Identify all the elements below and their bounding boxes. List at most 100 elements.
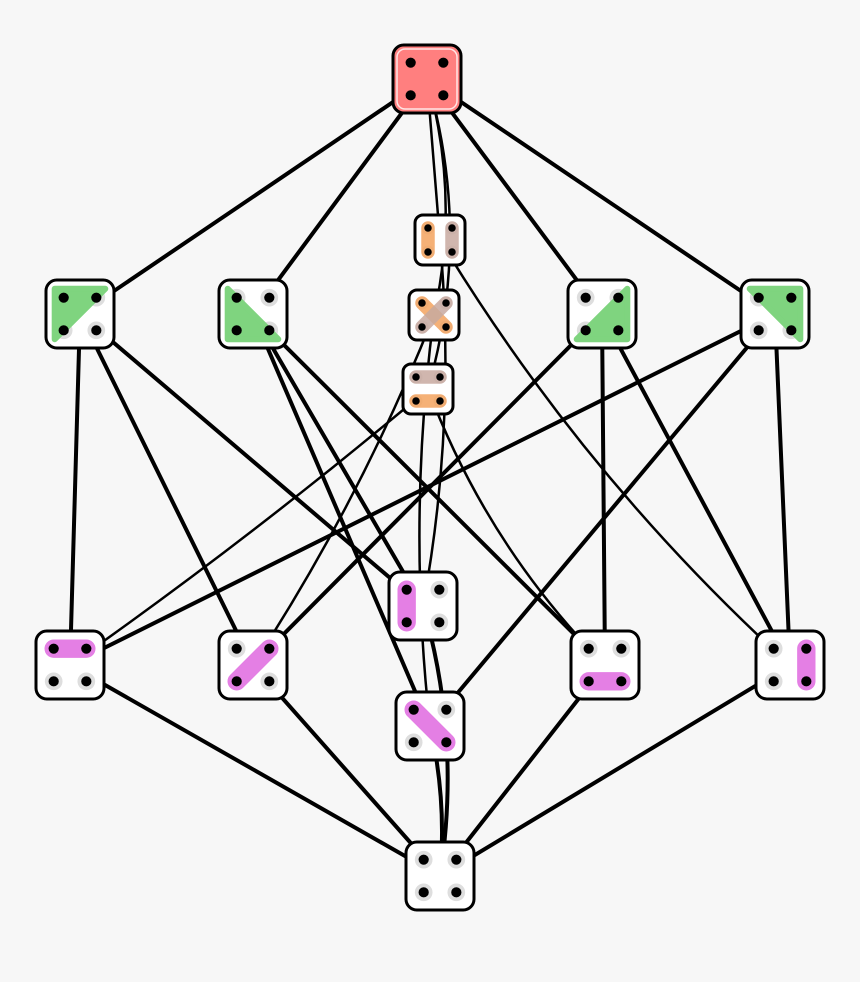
element-dot bbox=[451, 887, 462, 898]
element-dot bbox=[616, 643, 627, 654]
edge-g4-p6 bbox=[773, 312, 792, 667]
pair-block bbox=[404, 700, 456, 752]
lattice-node-g2 bbox=[217, 278, 289, 350]
edge-g2-p5 bbox=[251, 312, 432, 728]
element-dot bbox=[613, 325, 624, 336]
edge-top-g1 bbox=[78, 77, 429, 316]
element-dot bbox=[418, 299, 426, 307]
element-dot bbox=[768, 676, 779, 687]
element-dot bbox=[801, 676, 812, 687]
element-dot bbox=[580, 325, 591, 336]
lattice-node-p1 bbox=[387, 570, 459, 642]
element-dot bbox=[231, 292, 242, 303]
edge-top-g2 bbox=[251, 77, 429, 316]
pair-block bbox=[415, 296, 453, 334]
triple-block bbox=[746, 285, 804, 343]
node-tile-inset bbox=[574, 634, 636, 696]
element-dot bbox=[58, 292, 69, 303]
node-tile-inset bbox=[409, 845, 471, 907]
element-dot bbox=[264, 643, 275, 654]
edge-g3-p2 bbox=[251, 312, 604, 667]
edge-g1-p1 bbox=[78, 312, 425, 608]
element-dot bbox=[753, 292, 764, 303]
element-dot bbox=[264, 676, 275, 687]
lattice-node-g3 bbox=[566, 278, 638, 350]
element-dot bbox=[786, 325, 797, 336]
lattice-node-p5 bbox=[394, 690, 466, 762]
element-dot bbox=[442, 323, 450, 331]
node-tile bbox=[404, 840, 476, 912]
element-dot bbox=[442, 299, 450, 307]
edge-g1-p4 bbox=[68, 312, 82, 667]
lattice-node-g1 bbox=[44, 278, 116, 350]
node-tile-inset bbox=[392, 575, 454, 637]
element-dot bbox=[401, 617, 412, 628]
edge-g4-p4 bbox=[68, 312, 777, 667]
element-dot bbox=[412, 397, 420, 405]
element-dot bbox=[231, 325, 242, 336]
node-tile-inset bbox=[39, 634, 101, 696]
element-dot bbox=[81, 643, 92, 654]
element-dot bbox=[753, 325, 764, 336]
edges-layer bbox=[68, 77, 792, 878]
element-dot bbox=[448, 224, 456, 232]
lattice-node-o1 bbox=[413, 213, 467, 267]
edge-p2-bottom bbox=[251, 663, 442, 878]
node-tile-inset bbox=[759, 634, 821, 696]
node-tile-inset bbox=[571, 283, 633, 345]
lattice-node-p6 bbox=[754, 629, 826, 701]
node-tile-inset bbox=[418, 218, 462, 262]
element-dot bbox=[436, 397, 444, 405]
element-dot bbox=[424, 224, 432, 232]
node-tile-inset bbox=[744, 283, 806, 345]
node-tile-inset bbox=[412, 293, 456, 337]
lattice-node-p3 bbox=[569, 629, 641, 701]
nodes-layer bbox=[34, 43, 826, 912]
element-dot bbox=[405, 90, 416, 101]
element-dot bbox=[451, 854, 462, 865]
edge-p4-bottom bbox=[68, 663, 442, 878]
element-dot bbox=[408, 704, 419, 715]
edge-top-g3 bbox=[425, 77, 604, 316]
node-tile-inset bbox=[399, 695, 461, 757]
element-dot bbox=[424, 248, 432, 256]
edge-o1-p6 bbox=[438, 238, 792, 667]
edge-p6-bottom bbox=[438, 663, 792, 878]
edge-g1-p2 bbox=[78, 312, 255, 667]
edge-o3-p4 bbox=[68, 387, 430, 667]
element-dot bbox=[91, 292, 102, 303]
element-dot bbox=[616, 676, 627, 687]
pair-block bbox=[227, 639, 279, 691]
element-dot bbox=[418, 887, 429, 898]
element-dot bbox=[441, 704, 452, 715]
node-tile bbox=[391, 43, 463, 115]
element-dot bbox=[412, 373, 420, 381]
element-dot bbox=[48, 643, 59, 654]
node-tile-inset bbox=[49, 283, 111, 345]
element-dot bbox=[448, 248, 456, 256]
element-dot bbox=[583, 676, 594, 687]
element-dot bbox=[613, 292, 624, 303]
element-dot bbox=[401, 584, 412, 595]
triple-block bbox=[573, 285, 631, 343]
element-dot bbox=[91, 325, 102, 336]
node-tile-inset bbox=[406, 367, 450, 411]
element-dot bbox=[438, 90, 449, 101]
triple-block bbox=[51, 285, 109, 343]
element-dot bbox=[418, 323, 426, 331]
element-dot bbox=[434, 584, 445, 595]
lattice-node-o2 bbox=[407, 288, 461, 342]
element-dot bbox=[434, 617, 445, 628]
lattice-node-p4 bbox=[34, 629, 106, 701]
element-dot bbox=[405, 57, 416, 68]
element-dot bbox=[58, 325, 69, 336]
edge-p3-bottom bbox=[438, 663, 607, 878]
element-dot bbox=[231, 676, 242, 687]
triple-block bbox=[224, 285, 282, 343]
element-dot bbox=[408, 737, 419, 748]
element-dot bbox=[48, 676, 59, 687]
element-dot bbox=[436, 373, 444, 381]
element-dot bbox=[768, 643, 779, 654]
